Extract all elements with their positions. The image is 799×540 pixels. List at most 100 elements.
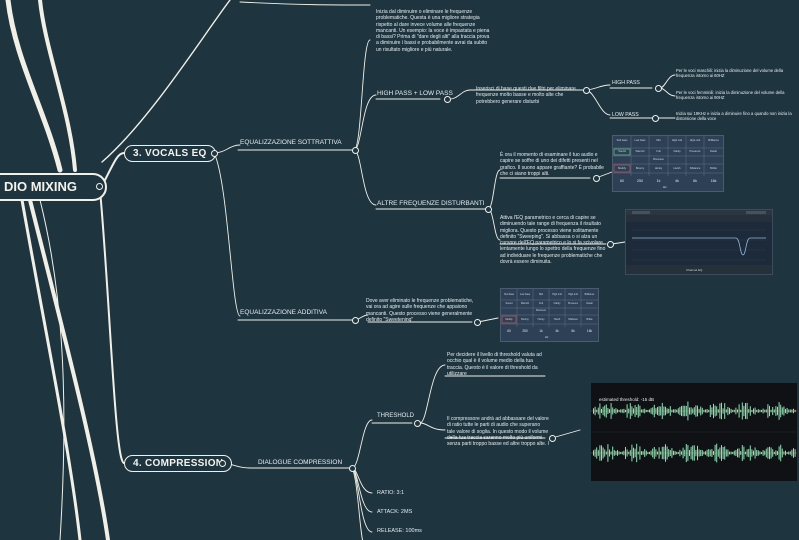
collapse-toggle-icon[interactable] bbox=[593, 175, 600, 182]
waveform-bar bbox=[741, 445, 743, 461]
waveform-bar bbox=[633, 408, 634, 414]
collapse-toggle-icon[interactable] bbox=[474, 319, 481, 326]
freq-cell: Sibilance bbox=[568, 318, 578, 321]
waveform-bar bbox=[703, 451, 705, 455]
waveform-bar bbox=[773, 451, 775, 455]
waveform-bar bbox=[658, 447, 660, 459]
waveform-bar bbox=[729, 407, 730, 415]
waveform-bar bbox=[636, 443, 638, 463]
waveform-bar bbox=[738, 448, 740, 458]
collapse-toggle-icon[interactable] bbox=[652, 115, 659, 122]
hp-lp-label[interactable]: HIGH PASS + LOW PASS bbox=[377, 90, 453, 97]
waveform-bar bbox=[685, 405, 687, 417]
freq-header-1: Sub bass bbox=[504, 293, 514, 296]
freq-cell: Honky bbox=[537, 318, 545, 321]
waveform-bar bbox=[785, 408, 786, 414]
waveform-bar bbox=[713, 403, 714, 419]
freq-header-4: High mid bbox=[671, 139, 683, 142]
waveform-bar bbox=[733, 450, 735, 456]
root-node[interactable]: DIO MIXING bbox=[0, 173, 107, 201]
collapse-toggle-icon[interactable] bbox=[655, 85, 662, 92]
waveform-bar bbox=[647, 451, 649, 455]
waveform-bar bbox=[676, 451, 678, 455]
high-pass-female-text: Per le voci femminili: inizia la diminuz… bbox=[676, 90, 785, 101]
waveform-bar bbox=[773, 409, 775, 413]
waveform-bar bbox=[746, 402, 748, 420]
collapse-toggle-icon[interactable] bbox=[583, 87, 590, 94]
collapse-toggle-icon[interactable] bbox=[444, 96, 451, 103]
waveform-bar bbox=[777, 451, 778, 455]
dialogue-compression-label[interactable]: DIALOGUE COMPRESSION bbox=[258, 459, 343, 466]
section-compression-label: 4. COMPRESSION bbox=[133, 458, 224, 469]
waveform-bar bbox=[661, 446, 663, 460]
threshold-label[interactable]: THRESHOLD bbox=[377, 413, 415, 419]
waveform-bar bbox=[788, 409, 790, 413]
waveform-bar bbox=[695, 449, 697, 457]
collapse-toggle-icon[interactable] bbox=[352, 317, 359, 324]
waveform-bar bbox=[757, 409, 759, 413]
ratio-label[interactable]: RATIO: 3:1 bbox=[377, 490, 405, 496]
waveform-bar bbox=[700, 449, 702, 457]
section-compression[interactable]: 4. COMPRESSION bbox=[124, 455, 233, 472]
waveform-bar bbox=[613, 450, 615, 456]
freq-cell bbox=[668, 158, 686, 161]
waveform-bar bbox=[679, 406, 681, 416]
freq-header-3: Mid bbox=[539, 293, 543, 296]
attack-label[interactable]: ATTACK: 2ms bbox=[377, 509, 413, 515]
collapse-toggle-icon[interactable] bbox=[607, 241, 614, 248]
waveform-bar bbox=[690, 446, 692, 460]
freq-header-4: High mid bbox=[552, 293, 562, 296]
other-frequencies-label[interactable]: ALTRE FREQUENZE DISTURBANTI bbox=[377, 200, 485, 207]
waveform-bar bbox=[706, 409, 708, 413]
release-label[interactable]: RELEASE: 100ms bbox=[377, 528, 422, 534]
additive-eq-label[interactable]: EQUALIZZAZIONE ADDITIVA bbox=[240, 309, 327, 316]
collapse-toggle-icon[interactable] bbox=[352, 147, 359, 154]
collapse-toggle-icon[interactable] bbox=[96, 183, 103, 190]
collapse-toggle-icon[interactable] bbox=[485, 206, 492, 213]
waveform-bar bbox=[682, 405, 684, 417]
collapse-toggle-icon[interactable] bbox=[349, 465, 356, 472]
waveform-bar bbox=[660, 451, 662, 455]
waveform-bar bbox=[721, 402, 722, 420]
waveform-bar bbox=[737, 409, 738, 413]
waveform-bar bbox=[677, 408, 679, 414]
waveform-bar bbox=[628, 408, 630, 414]
waveform-bar bbox=[697, 405, 698, 417]
waveform-bar bbox=[620, 409, 622, 413]
collapse-toggle-icon[interactable] bbox=[219, 460, 226, 467]
channel-eq-graphic bbox=[626, 210, 772, 274]
waveform-bar bbox=[781, 448, 783, 458]
waveform-bar bbox=[685, 443, 687, 463]
freq-cell: Harsh bbox=[673, 167, 681, 170]
waveform-bar bbox=[767, 447, 769, 459]
low-pass-label[interactable]: LOW PASS bbox=[612, 112, 639, 118]
waveform-bar bbox=[693, 445, 695, 461]
waveform-bar bbox=[743, 405, 745, 417]
freq-cell: Sibilance bbox=[689, 167, 701, 170]
waveform-bar bbox=[735, 449, 737, 457]
collapse-toggle-icon[interactable] bbox=[549, 435, 556, 442]
freq-axis-unit: Hz bbox=[545, 335, 549, 339]
waveform-bar bbox=[689, 407, 690, 415]
waveform-bar bbox=[629, 450, 631, 456]
waveform-bar bbox=[631, 406, 633, 416]
freq-cell: Muddy bbox=[618, 167, 626, 170]
waveform-bar bbox=[610, 451, 612, 455]
collapse-toggle-icon[interactable] bbox=[414, 420, 421, 427]
waveform-bar bbox=[772, 449, 774, 457]
waveform-bar bbox=[762, 408, 764, 414]
subtractive-eq-label[interactable]: EQUALIZZAZIONE SOTTRATTIVA bbox=[240, 139, 342, 146]
waveform-bar bbox=[705, 451, 706, 455]
freq-cell: Presence bbox=[567, 302, 579, 305]
waveform-bar bbox=[693, 407, 695, 415]
waveform-bar bbox=[709, 404, 711, 418]
collapse-toggle-icon[interactable] bbox=[211, 150, 218, 157]
waveform-bar bbox=[783, 451, 785, 455]
waveform-bar bbox=[665, 406, 666, 416]
waveform-bar bbox=[652, 448, 654, 458]
section-vocals-eq[interactable]: 3. VOCALS EQ bbox=[124, 145, 216, 162]
waveform-bar bbox=[668, 408, 670, 414]
high-pass-label[interactable]: HIGH PASS bbox=[612, 80, 640, 86]
freq-cell: Clarity bbox=[673, 150, 681, 153]
waveform-bar bbox=[729, 451, 730, 455]
